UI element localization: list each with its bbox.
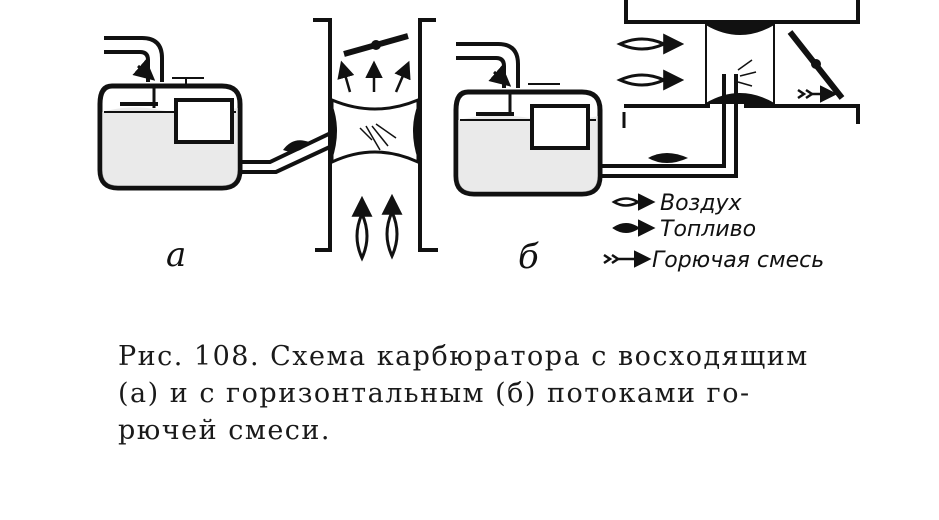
caption-line-1: Рис. 108. Схема карбюратора с восходящим <box>118 341 809 372</box>
legend-item-mixture: Горючая смесь <box>603 248 824 273</box>
caption-line-3: рючей смеси. <box>118 415 331 446</box>
panel-a-label: а <box>166 235 186 275</box>
panel-b-label: б <box>518 237 539 277</box>
legend-label-mixture: Горючая смесь <box>652 248 824 273</box>
fuel-drop-icon <box>648 153 688 163</box>
air-arrow-icon <box>611 193 656 211</box>
fuel-arrow-icon <box>612 219 656 237</box>
float-chamber-a <box>97 77 243 191</box>
float-chamber-b <box>453 83 603 197</box>
legend: Воздух Топливо Горючая смесь <box>603 191 824 273</box>
float-b <box>530 104 590 150</box>
panel-b: б <box>453 0 860 277</box>
legend-label-air: Воздух <box>660 191 742 216</box>
intake-channel-a <box>313 18 438 262</box>
panel-a: а <box>97 18 438 275</box>
intake-channel-b <box>616 0 860 128</box>
legend-label-fuel: Топливо <box>660 217 756 242</box>
air-inlet-pipe-b <box>456 42 520 88</box>
mixture-arrow-icon <box>603 250 652 268</box>
caption-line-2: (а) и с горизонтальным (б) потоками го- <box>118 378 751 409</box>
fuel-line-b <box>600 74 738 178</box>
legend-item-fuel: Топливо <box>612 217 756 242</box>
fuel-drop-icon <box>283 140 309 152</box>
figure-caption: Рис. 108. Схема карбюратора с восходящим… <box>118 338 853 449</box>
float-a <box>174 98 234 144</box>
air-inlet-pipe-a <box>104 36 164 82</box>
legend-item-air: Воздух <box>611 191 742 216</box>
